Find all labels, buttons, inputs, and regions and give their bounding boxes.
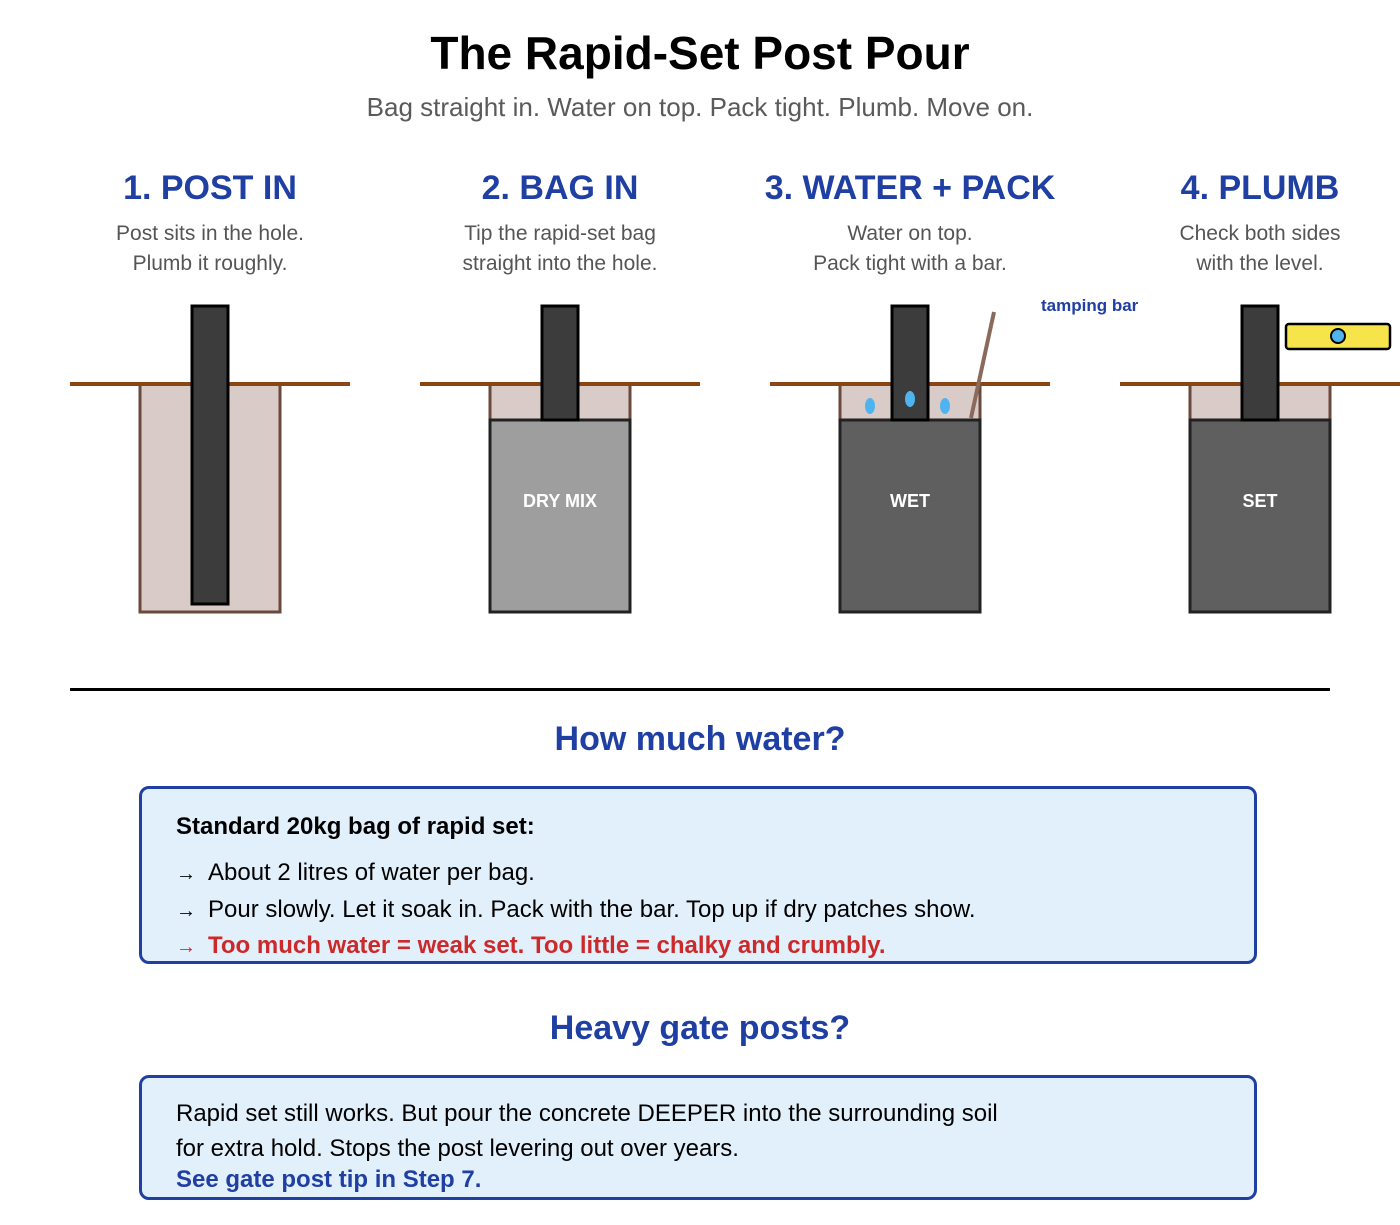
- step-1-title: 1. POST IN: [123, 169, 297, 207]
- step-3-diagram: WET tamping bar: [770, 296, 1139, 614]
- gate-text-line-1: Rapid set still works. But pour the conc…: [176, 1100, 998, 1127]
- water-warning-text: Too much water = weak set. Too little = …: [208, 932, 886, 959]
- step-3-description: Water on top. Pack tight with a bar.: [700, 219, 1120, 279]
- step-4-desc-line1: Check both sides: [1179, 222, 1341, 245]
- fence-post: [540, 304, 580, 422]
- water-heading: How much water?: [554, 720, 846, 758]
- wet-mix-fill: [838, 418, 982, 614]
- tamping-bar-label: tamping bar: [1041, 296, 1139, 315]
- step-1-diagram: [70, 304, 350, 614]
- water-bullet-1-text: About 2 litres of water per bag.: [208, 859, 535, 886]
- step-3-desc-line2: Pack tight with a bar.: [813, 252, 1007, 275]
- step-3-desc-line1: Water on top.: [847, 222, 973, 245]
- page-title: The Rapid-Set Post Pour: [430, 27, 970, 79]
- water-bullet-2: → Pour slowly. Let it soak in. Pack with …: [176, 896, 976, 924]
- post-pour-diagram: DRY MIX WET tamping bar SET: [70, 296, 1400, 614]
- water-bullet-2-text: Pour slowly. Let it soak in. Pack with t…: [208, 896, 976, 923]
- tamping-bar: [969, 311, 996, 419]
- step-4-title: 4. PLUMB: [1180, 169, 1340, 207]
- step-1-description: Post sits in the hole. Plumb it roughly.: [0, 219, 420, 279]
- step-2-diagram: DRY MIX: [420, 304, 700, 614]
- step-2-title: 2. BAG IN: [481, 169, 639, 207]
- wet-mix-label: WET: [890, 491, 930, 511]
- step-2-desc-line2: straight into the hole.: [462, 252, 658, 275]
- gate-text-line-2: for extra hold. Stops the post levering …: [176, 1135, 739, 1162]
- set-mix-label: SET: [1242, 491, 1277, 511]
- fence-post: [1240, 304, 1280, 422]
- section-divider: [70, 688, 1330, 691]
- step-2-description: Tip the rapid-set bag straight into the …: [350, 219, 770, 279]
- page-subtitle: Bag straight in. Water on top. Pack tigh…: [366, 92, 1034, 122]
- arrow-icon: →: [176, 900, 196, 922]
- water-bullet-1: → About 2 litres of water per bag.: [176, 859, 535, 887]
- water-drop-icon: [905, 391, 915, 407]
- fence-post: [190, 304, 230, 606]
- water-box-title: Standard 20kg bag of rapid set:: [176, 813, 535, 840]
- water-info-box: Standard 20kg bag of rapid set: → About 2…: [139, 786, 1257, 964]
- level-bubble-icon: [1330, 328, 1346, 344]
- gate-info-box: Rapid set still works. But pour the conc…: [139, 1075, 1257, 1200]
- step-1-desc-line2: Plumb it roughly.: [132, 252, 288, 275]
- dry-mix-fill: [488, 418, 632, 614]
- step-2-desc-line1: Tip the rapid-set bag: [464, 222, 656, 245]
- step-4-diagram: SET: [1120, 304, 1400, 614]
- step-1-desc-line1: Post sits in the hole.: [116, 222, 304, 245]
- arrow-icon: →: [176, 863, 196, 885]
- water-warning: → Too much water = weak set. Too little =…: [176, 932, 886, 960]
- step-4-desc-line2: with the level.: [1196, 252, 1324, 275]
- dry-mix-label: DRY MIX: [523, 491, 597, 511]
- gate-post-tip-link[interactable]: See gate post tip in Step 7.: [176, 1166, 482, 1193]
- step-4-description: Check both sides with the level.: [1050, 219, 1400, 279]
- water-drop-icon: [940, 398, 950, 414]
- arrow-icon: →: [176, 936, 196, 958]
- step-3-title: 3. WATER + PACK: [764, 169, 1056, 207]
- set-mix-fill: [1188, 418, 1332, 614]
- gate-heading: Heavy gate posts?: [549, 1009, 851, 1047]
- water-drop-icon: [865, 398, 875, 414]
